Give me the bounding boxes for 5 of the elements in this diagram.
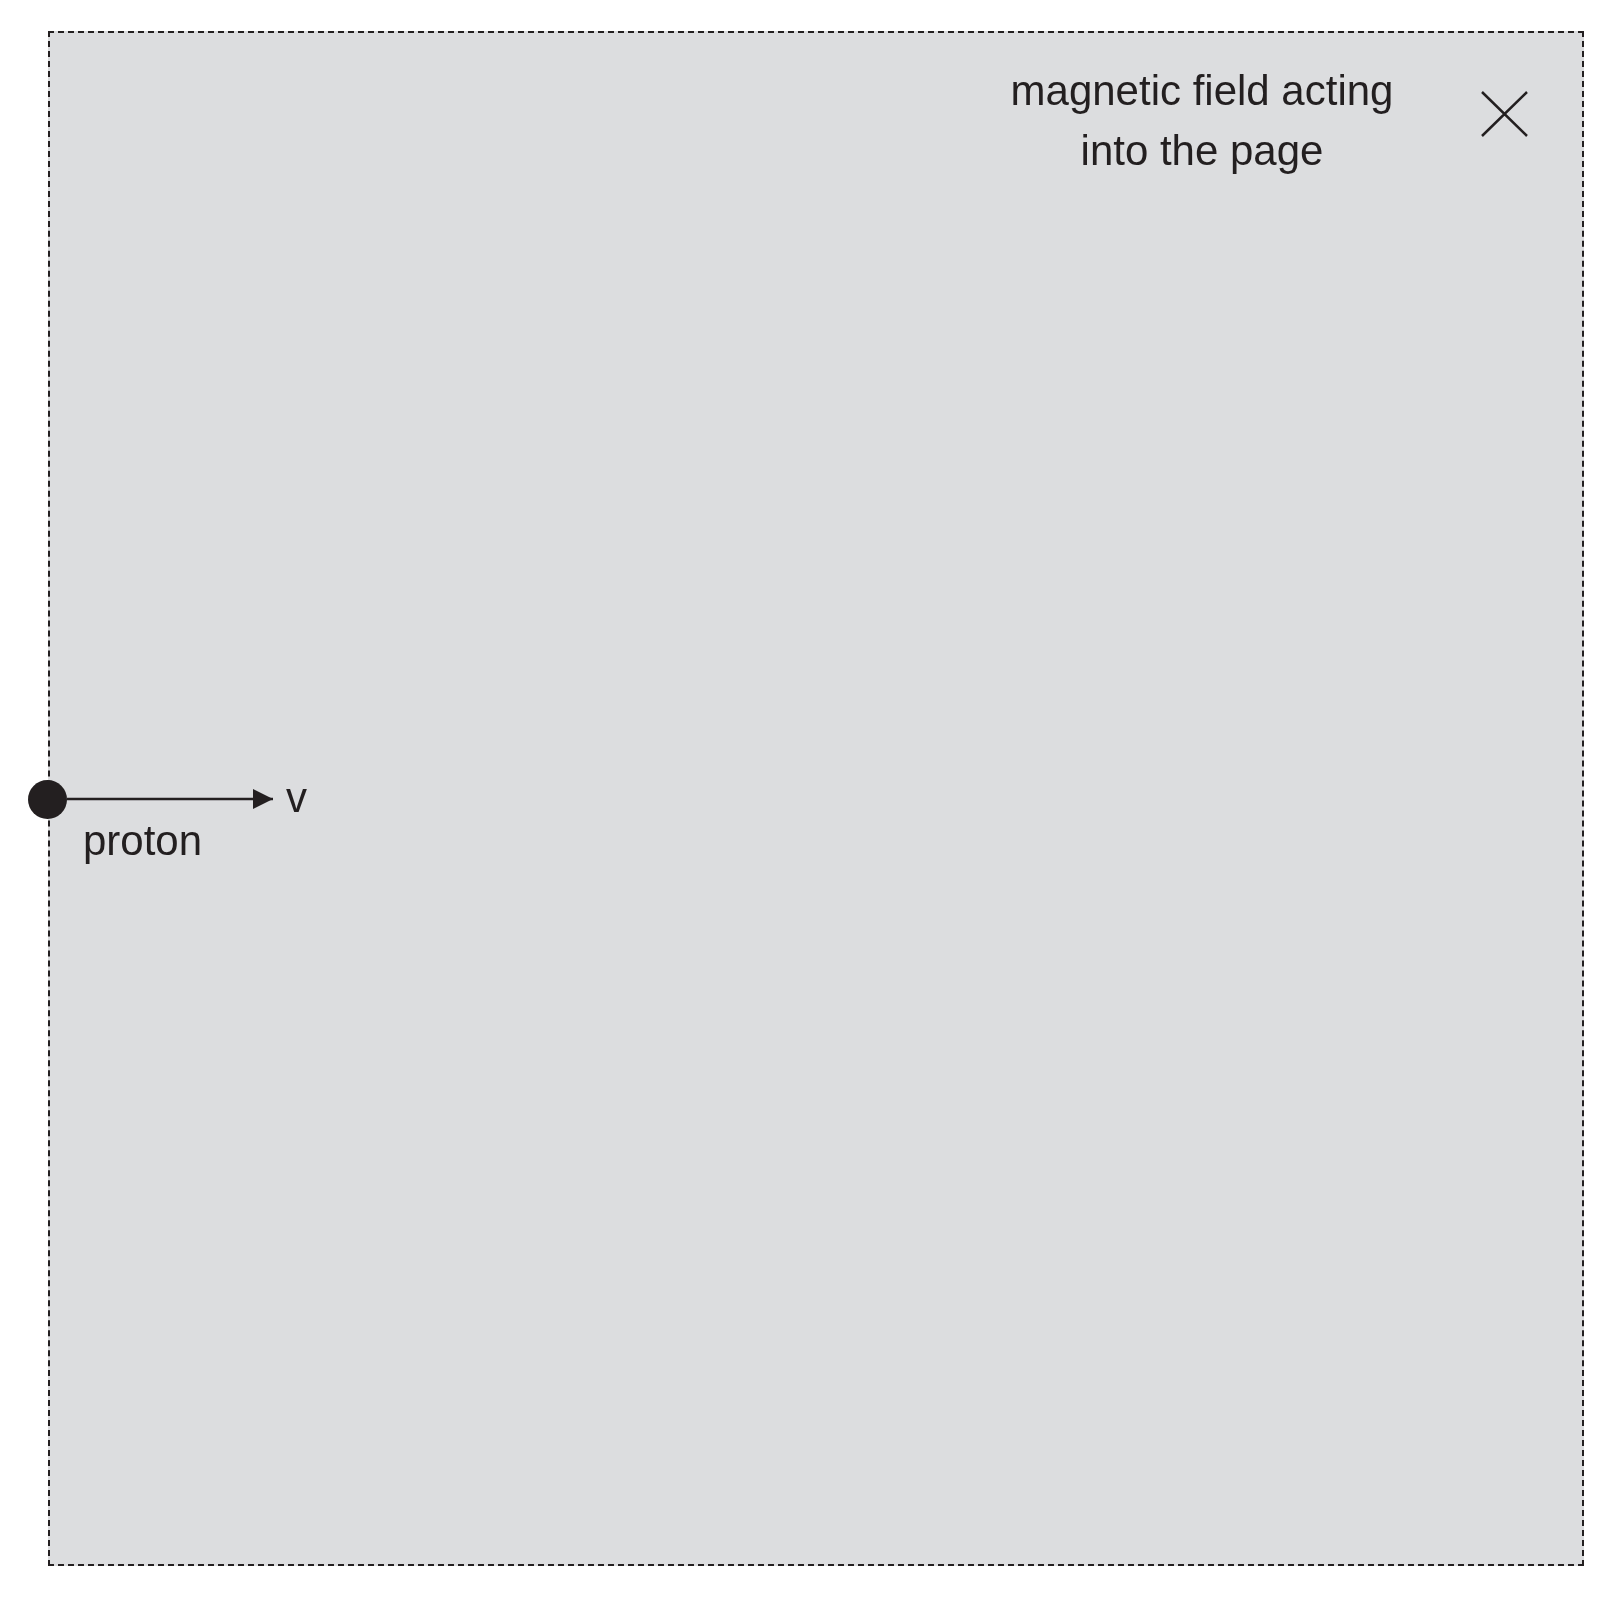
field-label: magnetic field acting into the page [1009, 66, 1395, 176]
velocity-label: v [286, 773, 307, 823]
velocity-arrow [67, 789, 273, 809]
magnetic-field-region [48, 31, 1584, 1566]
particle-label: proton [83, 816, 203, 866]
